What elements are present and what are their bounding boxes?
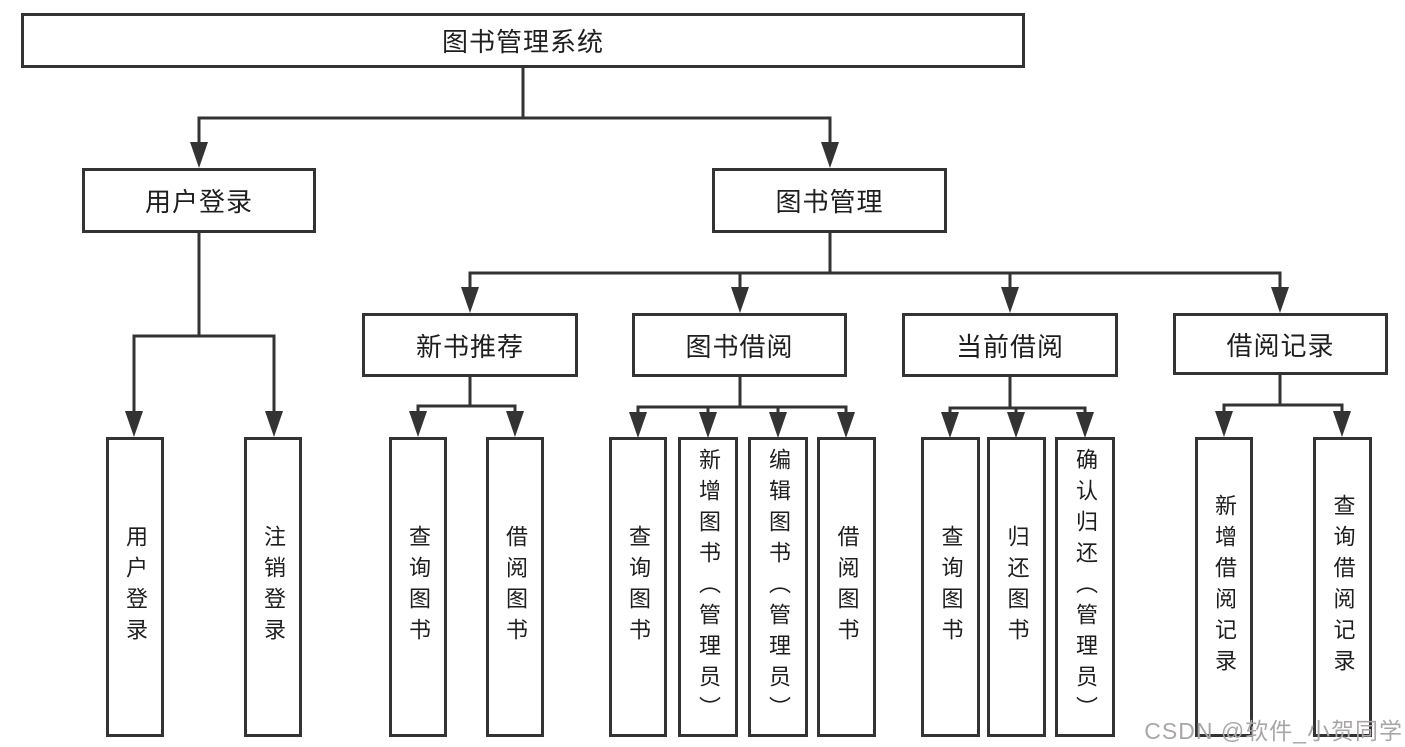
node-user-login: 用户登录 (82, 168, 316, 233)
leaf-add-borrow-record-label: 新增借阅记录 (1212, 494, 1237, 680)
leaf-confirm-return-admin-label: 确认归还（管理员） (1073, 447, 1098, 727)
leaf-query-books-current: 查询图书 (921, 437, 980, 737)
node-book-management-label: 图书管理 (775, 187, 884, 217)
leaf-borrow-books-recommend: 借阅图书 (486, 437, 544, 737)
leaf-add-borrow-record: 新增借阅记录 (1195, 437, 1253, 737)
node-root-system: 图书管理系统 (21, 13, 1025, 68)
node-borrow-records: 借阅记录 (1173, 313, 1388, 375)
leaf-borrow-books-label: 借阅图书 (834, 525, 860, 649)
node-book-management: 图书管理 (712, 168, 947, 233)
leaf-query-books-borrow: 查询图书 (609, 437, 667, 737)
node-root-label: 图书管理系统 (441, 27, 604, 57)
node-user-login-label: 用户登录 (144, 187, 253, 217)
leaf-borrow-books: 借阅图书 (817, 437, 876, 737)
node-book-borrow: 图书借阅 (632, 313, 847, 377)
leaf-query-books-borrow-label: 查询图书 (626, 525, 651, 649)
leaf-confirm-return-admin: 确认归还（管理员） (1055, 437, 1115, 737)
node-borrow-records-label: 借阅记录 (1226, 330, 1335, 361)
node-current-borrow: 当前借阅 (902, 313, 1118, 377)
leaf-query-borrow-record-label: 查询借阅记录 (1330, 494, 1356, 680)
node-book-borrow-label: 图书借阅 (685, 331, 794, 362)
leaf-return-book: 归还图书 (987, 437, 1046, 737)
leaf-query-books-current-label: 查询图书 (938, 525, 964, 649)
leaf-user-login-label: 用户登录 (123, 525, 148, 649)
leaf-add-book-admin: 新增图书（管理员） (678, 437, 738, 737)
csdn-watermark: CSDN @软件_小贺同学 (1144, 718, 1403, 744)
leaf-borrow-books-recommend-label: 借阅图书 (503, 525, 528, 649)
leaf-query-borrow-record: 查询借阅记录 (1313, 437, 1372, 737)
node-new-book-recommend-label: 新书推荐 (415, 331, 524, 362)
leaf-logout: 注销登录 (244, 437, 302, 737)
leaf-user-login: 用户登录 (106, 437, 164, 737)
leaf-query-books-recommend-label: 查询图书 (406, 525, 431, 649)
node-current-borrow-label: 当前借阅 (955, 331, 1064, 362)
leaf-edit-book-admin-label: 编辑图书（管理员） (766, 447, 791, 727)
leaf-logout-label: 注销登录 (261, 525, 286, 649)
leaf-add-book-admin-label: 新增图书（管理员） (696, 447, 721, 727)
leaf-edit-book-admin: 编辑图书（管理员） (748, 437, 808, 737)
leaf-return-book-label: 归还图书 (1004, 525, 1030, 649)
node-new-book-recommend: 新书推荐 (362, 313, 578, 377)
leaf-query-books-recommend: 查询图书 (389, 437, 447, 737)
